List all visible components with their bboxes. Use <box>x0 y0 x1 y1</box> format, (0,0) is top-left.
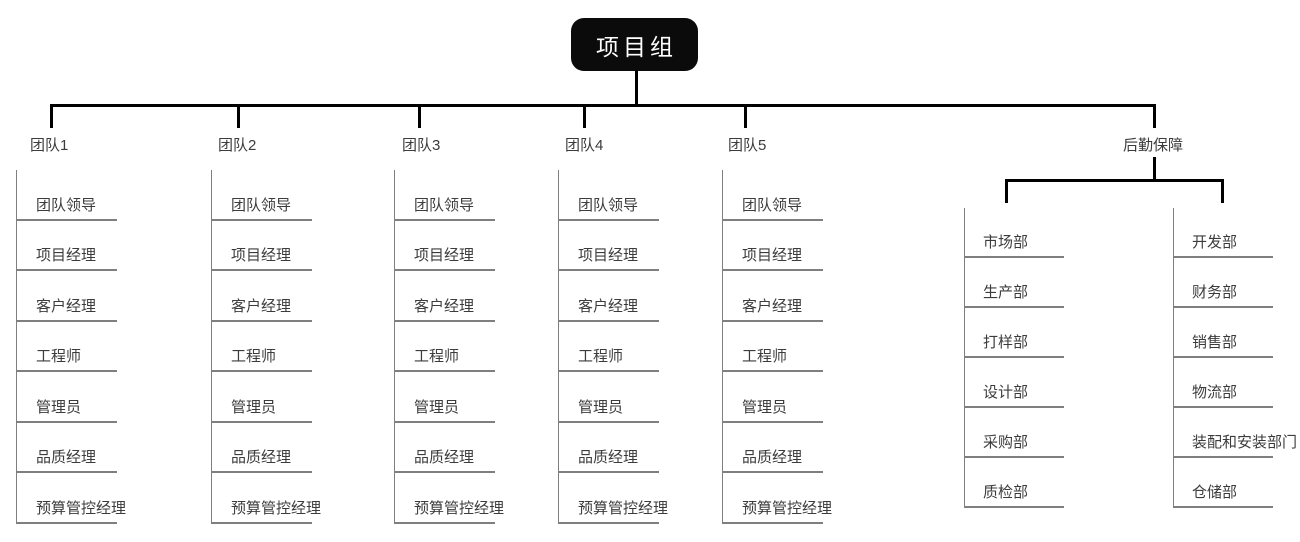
team3-column: 团队领导 项目经理 客户经理 工程师 管理员 品质经理 预算管控经理 <box>394 170 504 524</box>
connector-tick-team2 <box>237 104 240 128</box>
member-item: 团队领导 <box>212 170 312 221</box>
member-item: 预算管控经理 <box>395 473 504 524</box>
member-item: 品质经理 <box>395 423 495 473</box>
member-item: 客户经理 <box>17 271 117 322</box>
member-item: 团队领导 <box>395 170 495 221</box>
connector-tick-logistics <box>1153 104 1156 128</box>
member-item: 管理员 <box>17 372 117 423</box>
member-item: 团队领导 <box>723 170 823 221</box>
team1-column: 团队领导 项目经理 客户经理 工程师 管理员 品质经理 预算管控经理 <box>16 170 126 524</box>
member-item: 团队领导 <box>17 170 117 221</box>
member-item: 团队领导 <box>559 170 659 221</box>
member-item: 管理员 <box>559 372 659 423</box>
team5-label: 团队5 <box>728 137 767 154</box>
team4-label: 团队4 <box>565 137 604 154</box>
member-item: 工程师 <box>395 322 495 372</box>
department-item: 仓储部 <box>1174 458 1273 508</box>
logistics-right-column: 开发部 财务部 销售部 物流部 装配和安装部门 仓储部 <box>1173 208 1297 508</box>
connector-tick-team5 <box>744 104 747 128</box>
connector-tick-team1 <box>50 104 53 128</box>
member-item: 项目经理 <box>17 221 117 271</box>
logistics-left-column: 市场部 生产部 打样部 设计部 采购部 质检部 <box>964 208 1064 508</box>
department-item: 财务部 <box>1174 258 1273 308</box>
connector-main-rail <box>50 104 1156 107</box>
member-item: 管理员 <box>212 372 312 423</box>
connector-root-stem <box>635 71 638 105</box>
connector-tick-logistics-right <box>1221 179 1224 203</box>
department-item: 销售部 <box>1174 308 1273 358</box>
team1-label: 团队1 <box>30 137 69 154</box>
logistics-label: 后勤保障 <box>1123 137 1184 154</box>
connector-logistics-rail <box>1005 179 1224 182</box>
member-item: 预算管控经理 <box>17 473 126 524</box>
team3-label: 团队3 <box>402 137 441 154</box>
member-item: 客户经理 <box>212 271 312 322</box>
team4-column: 团队领导 项目经理 客户经理 工程师 管理员 品质经理 预算管控经理 <box>558 170 668 524</box>
department-item: 物流部 <box>1174 358 1273 408</box>
member-item: 工程师 <box>723 322 823 372</box>
team5-column: 团队领导 项目经理 客户经理 工程师 管理员 品质经理 预算管控经理 <box>722 170 832 524</box>
member-item: 工程师 <box>17 322 117 372</box>
member-item: 管理员 <box>395 372 495 423</box>
member-item: 管理员 <box>723 372 823 423</box>
department-item: 市场部 <box>965 208 1064 258</box>
department-item: 开发部 <box>1174 208 1273 258</box>
member-item: 项目经理 <box>395 221 495 271</box>
member-item: 项目经理 <box>559 221 659 271</box>
member-item: 品质经理 <box>212 423 312 473</box>
team2-label: 团队2 <box>218 137 257 154</box>
member-item: 客户经理 <box>395 271 495 322</box>
root-node-project-group: 项目组 <box>571 18 698 71</box>
member-item: 品质经理 <box>17 423 117 473</box>
member-item: 品质经理 <box>723 423 823 473</box>
department-item: 装配和安装部门 <box>1174 408 1297 458</box>
team2-column: 团队领导 项目经理 客户经理 工程师 管理员 品质经理 预算管控经理 <box>211 170 321 524</box>
connector-logistics-stem <box>1153 157 1156 180</box>
department-item: 生产部 <box>965 258 1064 308</box>
member-item: 预算管控经理 <box>723 473 832 524</box>
department-item: 采购部 <box>965 408 1064 458</box>
department-item: 质检部 <box>965 458 1064 508</box>
member-item: 品质经理 <box>559 423 659 473</box>
member-item: 客户经理 <box>559 271 659 322</box>
department-item: 设计部 <box>965 358 1064 408</box>
connector-tick-logistics-left <box>1005 179 1008 203</box>
member-item: 预算管控经理 <box>559 473 668 524</box>
connector-tick-team4 <box>583 104 586 128</box>
member-item: 项目经理 <box>212 221 312 271</box>
member-item: 工程师 <box>212 322 312 372</box>
root-node-label: 项目组 <box>596 33 677 60</box>
member-item: 客户经理 <box>723 271 823 322</box>
connector-tick-team3 <box>418 104 421 128</box>
department-item: 打样部 <box>965 308 1064 358</box>
member-item: 预算管控经理 <box>212 473 321 524</box>
member-item: 项目经理 <box>723 221 823 271</box>
member-item: 工程师 <box>559 322 659 372</box>
